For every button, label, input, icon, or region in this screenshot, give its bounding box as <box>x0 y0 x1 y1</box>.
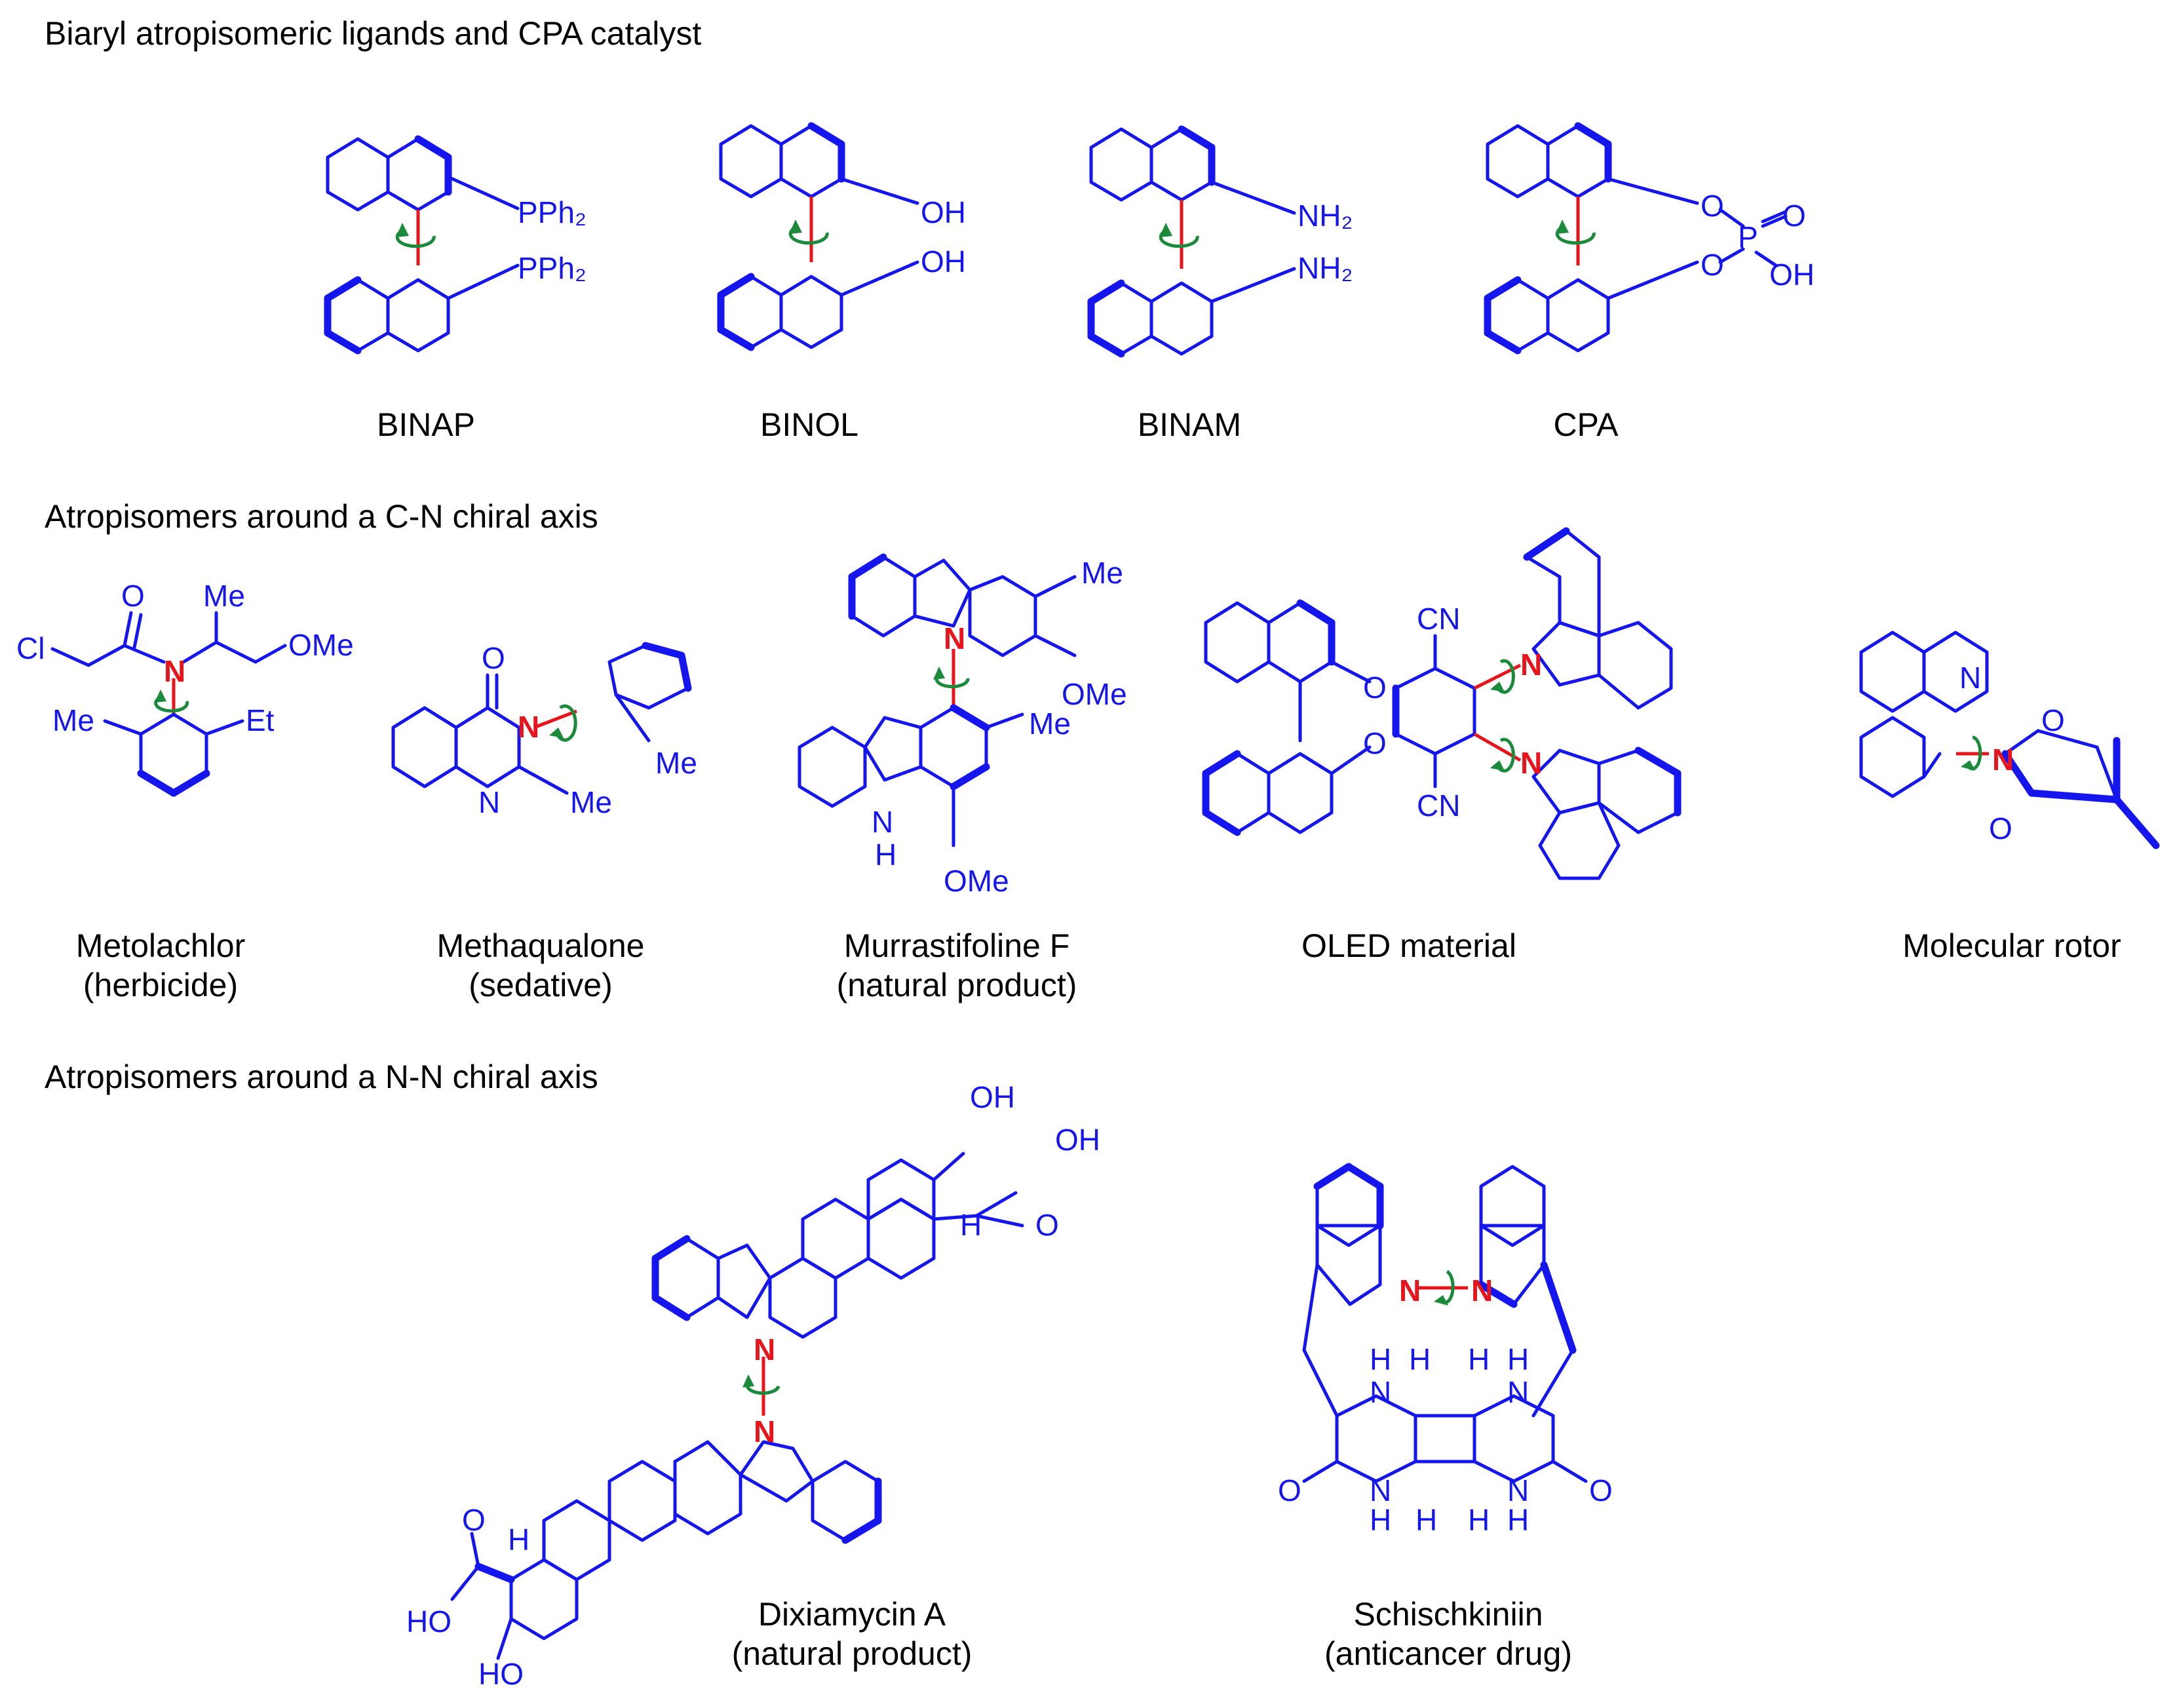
caption-binap: BINAP <box>377 406 475 443</box>
subcaption-dixiamycin: (natural product) <box>732 1635 972 1672</box>
oled-structure: O O CN CN N N <box>1202 527 1682 880</box>
oled-cn-top: CN <box>1417 602 1460 636</box>
dixiamycin-ho-acid: HO <box>406 1604 452 1639</box>
schischkiniin-n-left: N <box>1399 1273 1421 1308</box>
cpa-structure: O O P O OH <box>1484 122 1815 355</box>
murrastifoline-nh-n: N <box>872 805 893 839</box>
binam-structure: NH₂ NH₂ <box>1087 125 1353 358</box>
cpa-o-bottom: O <box>1701 248 1724 282</box>
rotor-n-quinoline: N <box>1959 661 1981 695</box>
dixiamycin-o-bottom: O <box>462 1503 486 1537</box>
cpa-o-top: O <box>1701 189 1724 223</box>
caption-molecular-rotor: Molecular rotor <box>1902 927 2121 964</box>
schischkiniin-h3: H <box>1468 1342 1490 1376</box>
subcaption-metolachlor: (herbicide) <box>83 967 238 1003</box>
metolachlor-me: Me <box>52 703 94 737</box>
caption-dixiamycin: Dixiamycin A <box>758 1596 946 1633</box>
dixiamycin-o-top: O <box>1035 1208 1059 1242</box>
schischkiniin-h5: H <box>1370 1503 1391 1537</box>
schischkiniin-o-right: O <box>1589 1473 1613 1507</box>
schischkiniin-n-right: N <box>1471 1273 1493 1308</box>
rotor-n-imide: N <box>1992 743 2014 777</box>
schischkiniin-n2: N <box>1507 1375 1529 1409</box>
schischkiniin-h6: H <box>1415 1503 1437 1537</box>
methaqualone-n1: N <box>478 785 500 819</box>
caption-cpa: CPA <box>1553 406 1619 443</box>
caption-schischkiniin: Schischkiniin <box>1353 1596 1543 1633</box>
rotor-o-top: O <box>2041 703 2065 737</box>
binol-structure: OH OH <box>717 122 966 351</box>
methaqualone-me: Me <box>570 785 612 819</box>
oled-cn-bottom: CN <box>1417 788 1460 823</box>
dixiamycin-oh-top: OH <box>970 1080 1015 1114</box>
binap-pph2-top: PPh₂ <box>518 195 587 229</box>
oled-o-top: O <box>1363 670 1387 705</box>
schischkiniin-h7: H <box>1468 1503 1490 1537</box>
oled-o-bottom: O <box>1363 726 1387 760</box>
murrastifoline-me-top: Me <box>1081 556 1123 590</box>
binol-oh-top: OH <box>921 195 966 229</box>
cpa-oh: OH <box>1769 258 1815 292</box>
murrastifoline-structure: N Me OMe Me N H OMe <box>798 553 1127 898</box>
schischkiniin-structure: N N H N H H H N O O N H H H N H <box>1278 1163 1613 1537</box>
metolachlor-structure: Cl O N Me OMe Me Et <box>16 579 354 797</box>
murrastifoline-n-top: N <box>944 621 965 655</box>
schischkiniin-h1: H <box>1370 1342 1391 1376</box>
section-title-c-n-axis: Atropisomers around a C-N chiral axis <box>45 498 598 535</box>
binam-nh2-bottom: NH₂ <box>1298 251 1353 285</box>
binap-structure: PPh₂ PPh₂ <box>324 135 587 355</box>
dixiamycin-cooh-oh: OH <box>1055 1123 1100 1157</box>
schischkiniin-n1: N <box>1370 1375 1391 1409</box>
dixiamycin-ho-bottom: HO <box>478 1657 524 1691</box>
murrastifoline-ome-top: OMe <box>1062 677 1127 711</box>
section-title-n-n-axis: Atropisomers around a N-N chiral axis <box>45 1058 598 1095</box>
caption-metolachlor: Metolachlor <box>76 927 245 964</box>
schischkiniin-h4: H <box>1507 1342 1529 1376</box>
caption-binol: BINOL <box>760 406 858 443</box>
schischkiniin-n4: N <box>1507 1473 1529 1507</box>
dixiamycin-h-bottom: H <box>508 1523 529 1557</box>
metolachlor-cl: Cl <box>16 631 45 665</box>
metolachlor-et: Et <box>246 703 275 737</box>
caption-binam: BINAM <box>1138 406 1241 443</box>
rotor-o-bottom: O <box>1989 811 2012 845</box>
oled-n-top: N <box>1520 648 1542 682</box>
caption-murrastifoline: Murrastifoline F <box>844 927 1070 964</box>
metolachlor-o: O <box>121 579 145 613</box>
dixiamycin-structure: OH OH O H N N O H HO HO <box>406 1080 1100 1691</box>
murrastifoline-me: Me <box>1029 707 1071 741</box>
murrastifoline-nh-h: H <box>875 838 896 872</box>
caption-oled: OLED material <box>1301 927 1516 964</box>
metolachlor-me-top: Me <box>203 579 245 613</box>
schischkiniin-n3: N <box>1370 1473 1391 1507</box>
cpa-p: P <box>1738 220 1758 254</box>
oled-n-bottom: N <box>1520 746 1542 780</box>
cpa-o-double: O <box>1782 199 1806 233</box>
caption-methaqualone: Methaqualone <box>437 927 645 964</box>
dixiamycin-h-top: H <box>960 1208 982 1242</box>
dixiamycin-n-top: N <box>754 1332 775 1367</box>
methaqualone-me-aryl: Me <box>655 746 697 780</box>
subcaption-schischkiniin: (anticancer drug) <box>1324 1635 1572 1672</box>
section-title-biaryl: Biaryl atropisomeric ligands and CPA cat… <box>45 15 701 52</box>
methaqualone-structure: O N N Me Me <box>391 641 697 819</box>
methaqualone-n3: N <box>518 710 539 744</box>
subcaption-murrastifoline: (natural product) <box>837 967 1077 1003</box>
schischkiniin-h2: H <box>1409 1342 1431 1376</box>
binol-oh-bottom: OH <box>921 244 966 279</box>
dixiamycin-n-bottom: N <box>754 1414 775 1448</box>
methaqualone-o: O <box>482 641 505 675</box>
murrastifoline-ome-bottom: OMe <box>944 864 1009 898</box>
metolachlor-ome: OMe <box>288 628 354 662</box>
molecular-rotor-structure: N N O O <box>1859 631 2160 849</box>
schischkiniin-h8: H <box>1507 1503 1529 1537</box>
subcaption-methaqualone: (sedative) <box>469 967 613 1003</box>
schischkiniin-o-left: O <box>1278 1473 1301 1507</box>
binap-pph2-bottom: PPh₂ <box>518 251 587 285</box>
metolachlor-n: N <box>164 654 185 688</box>
binam-nh2-top: NH₂ <box>1298 199 1353 233</box>
